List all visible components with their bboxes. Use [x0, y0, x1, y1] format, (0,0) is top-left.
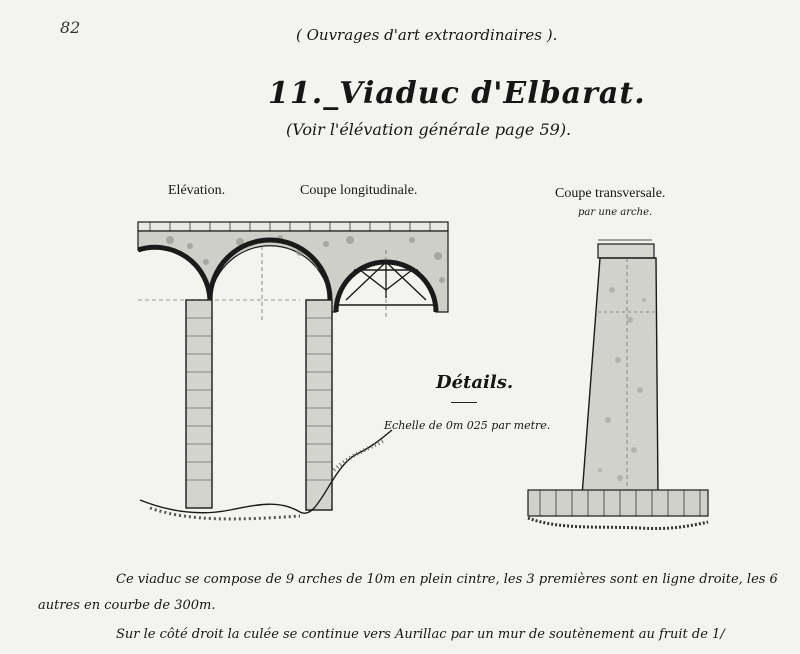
subtitle: (Voir l'élévation générale page 59). [286, 120, 572, 139]
scale-note: Echelle de 0m 025 par metre. [384, 419, 551, 432]
page-number: 82 [60, 18, 81, 37]
cross-section-label: Coupe transversale. [555, 186, 666, 201]
cross-section-drawing [527, 239, 709, 531]
page-title: 11._Viaduc d'Elbarat. [268, 76, 646, 111]
details-heading: Détails. [436, 372, 514, 393]
elevation-drawing [137, 221, 449, 521]
per-arch-label: par une arche. [578, 207, 653, 218]
description-line-3: Sur le côté droit la culée se continue v… [116, 627, 725, 642]
elevation-label: Elévation. [168, 183, 226, 198]
description-line-2: autres en courbe de 300m. [38, 598, 216, 613]
longitudinal-section-label: Coupe longitudinale. [300, 183, 418, 198]
description-line-1: Ce viaduc se compose de 9 arches de 10m … [116, 572, 778, 587]
section-heading: ( Ouvrages d'art extraordinaires ). [296, 26, 558, 44]
details-underline [451, 402, 477, 403]
